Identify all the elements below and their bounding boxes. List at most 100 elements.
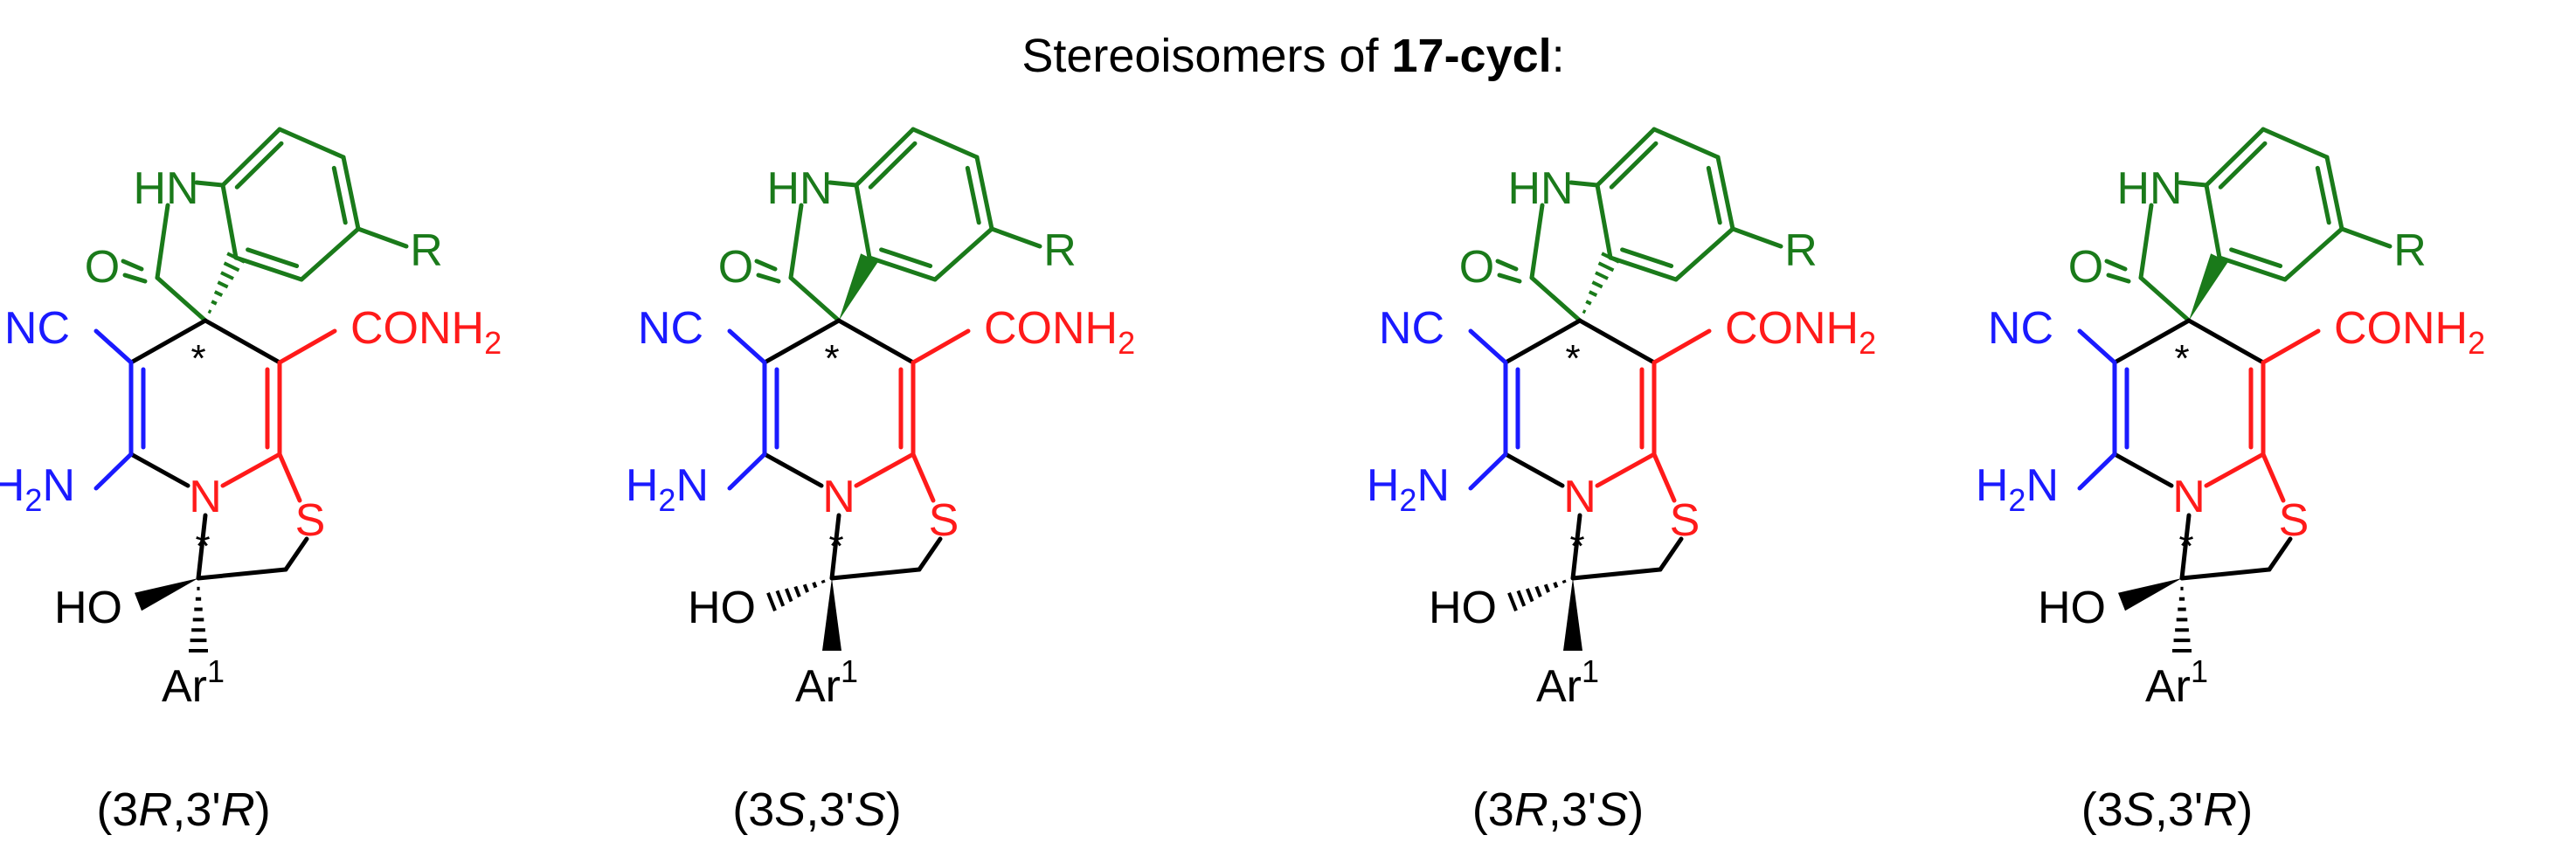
bond-benzene-inner-2 xyxy=(246,247,300,269)
isomer-caption-part-4: ) xyxy=(1628,783,1644,836)
bond-cs-s xyxy=(2261,452,2286,503)
label-h2n-h: H xyxy=(0,460,24,511)
stereo-star-3prime: * xyxy=(195,525,210,568)
bond-benzene-inner-2 xyxy=(879,247,933,269)
bond-cn xyxy=(727,328,767,365)
wedge-spiro-c3a-hash-4 xyxy=(1591,280,1603,289)
wedge-spiro-c3a-hash-7 xyxy=(226,252,246,264)
wedge-c3-oh-hash-3 xyxy=(1543,583,1551,593)
bond-benzene-3 xyxy=(1673,226,1735,282)
isomer-caption-part-0: (3 xyxy=(96,783,138,836)
label-h2n-subscript: 2 xyxy=(2008,482,2025,518)
wedge-spiro-c3a xyxy=(839,253,878,321)
bond-benzene-0 xyxy=(1595,127,1657,188)
wedge-c3-oh-hash-5 xyxy=(1525,588,1534,603)
label-nc: NC xyxy=(638,303,703,354)
bond-benzene-3 xyxy=(932,226,994,282)
bond-spiro-c2 xyxy=(1529,275,1582,323)
wedge-spiro-c3a-hash-7 xyxy=(1601,252,1620,264)
bond-c2-o-1 xyxy=(1495,259,1519,272)
label-o: O xyxy=(718,242,753,293)
bond-benzene-4 xyxy=(867,255,938,282)
label-n-ring: N xyxy=(2172,472,2206,522)
isomer-caption: (3R,3'S) xyxy=(1472,783,1644,836)
wedge-spiro-c3a-hash-6 xyxy=(223,261,240,273)
bond-cn1-n1 xyxy=(128,452,190,488)
label-h2n-h: H xyxy=(626,460,659,511)
bond-r xyxy=(1730,226,1783,249)
bond-nh-c7a xyxy=(1568,180,1600,188)
wedge-c3-oh-hash-4 xyxy=(793,585,801,598)
label-h2n-h: H xyxy=(1976,460,2009,511)
wedge-spiro-c3a-hash-1 xyxy=(207,309,212,314)
label-conh-subscript: 2 xyxy=(2468,325,2485,361)
wedge-spiro-c3a-hash-5 xyxy=(1595,271,1609,280)
bond-c2-o-2 xyxy=(2106,273,2131,284)
label-h2n-h: H xyxy=(1367,460,1400,511)
label-h2n-n: N xyxy=(42,460,75,511)
label-h2n: H2N xyxy=(1367,460,1450,518)
bond-c2-nh xyxy=(155,203,170,280)
bond-benzene-2 xyxy=(1715,155,1735,231)
bond-benzene-inner-0 xyxy=(234,141,284,190)
bond-benzene-inner-1 xyxy=(965,165,981,225)
bond-conh xyxy=(2261,328,2321,365)
bond-benzene-inner-0 xyxy=(2218,141,2268,190)
bond-r xyxy=(356,226,409,249)
bond-nh2 xyxy=(1468,452,1508,491)
bond-n1-c3 xyxy=(2179,513,2192,581)
bond-spiro-cleft xyxy=(1503,318,1582,365)
label-r: R xyxy=(2393,225,2427,276)
bond-c2-nh xyxy=(1529,203,1545,280)
isomer-caption-part-2: ,3' xyxy=(2155,783,2203,836)
bond-r xyxy=(2339,226,2392,249)
bond-benzene-inner-1 xyxy=(1706,165,1722,225)
bond-s-ch2 xyxy=(2267,536,2293,572)
label-o: O xyxy=(85,242,120,293)
bond-nh-c7a xyxy=(194,180,225,188)
bond-benzene-1 xyxy=(2261,127,2330,160)
label-h2n-n: N xyxy=(2025,460,2059,511)
bond-benzene-4 xyxy=(1608,255,1679,282)
label-ho: HO xyxy=(2038,583,2106,633)
bond-ch2-c3 xyxy=(829,567,922,581)
isomer-caption-part-3: S xyxy=(855,783,886,836)
isomer-caption-part-2: ,3' xyxy=(172,783,220,836)
bond-benzene-inner-1 xyxy=(331,165,348,225)
bond-conh xyxy=(1652,328,1712,365)
bond-n1-cs xyxy=(220,452,282,488)
isomer-caption: (3S,3'S) xyxy=(732,783,901,836)
figure-title-compound: 17-cycl xyxy=(1392,30,1552,82)
isomer-caption-part-2: ,3' xyxy=(1548,783,1596,836)
label-hn: HN xyxy=(766,163,832,214)
bond-ch2-c3 xyxy=(1570,567,1663,581)
isomer-caption-part-3: R xyxy=(221,783,255,836)
bond-c2-nh xyxy=(788,203,804,280)
bond-benzene-1 xyxy=(911,127,980,160)
bond-c2-o-2 xyxy=(756,273,781,284)
label-n-ring: N xyxy=(1563,472,1596,522)
wedge-c3-oh-hash-1 xyxy=(821,579,826,584)
bond-benzene-3 xyxy=(299,226,361,282)
bond-spiro-c2 xyxy=(2138,275,2192,323)
bond-n1-c3 xyxy=(1570,513,1582,581)
wedge-c3-oh-hash-2 xyxy=(812,582,818,589)
isomer-caption-part-1: R xyxy=(1514,783,1548,836)
bond-benzene-0 xyxy=(854,127,916,188)
bond-benzene-1 xyxy=(1652,127,1721,160)
isomer-caption-part-0: (3 xyxy=(732,783,774,836)
label-hn: HN xyxy=(133,163,198,214)
bond-spiro-cright xyxy=(203,318,282,365)
stereo-star-3prime: * xyxy=(828,525,843,568)
label-h2n: H2N xyxy=(626,460,709,518)
bond-benzene-0 xyxy=(2204,127,2266,188)
wedge-c3-oh-hash-6 xyxy=(1516,590,1527,607)
bond-benzene-inner-1 xyxy=(2315,165,2331,225)
bond-benzene-inner-0 xyxy=(868,141,918,190)
label-s: S xyxy=(929,495,959,546)
isomer-caption: (3R,3'R) xyxy=(96,783,270,836)
bond-benzene-inner-2 xyxy=(2229,247,2283,269)
bond-cn1-n1 xyxy=(2112,452,2174,488)
